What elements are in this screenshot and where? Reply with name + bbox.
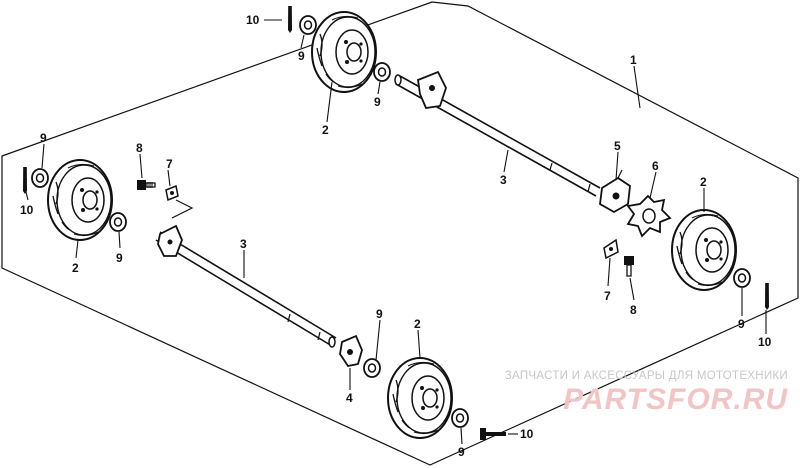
washer-top-b (373, 62, 391, 82)
callout-2-top: 2 (322, 123, 329, 137)
callout-10-bottom: 10 (520, 427, 534, 441)
washer-right (733, 268, 751, 288)
pin-right (765, 283, 769, 310)
wheel-bottom (387, 357, 453, 439)
callout-2-right: 2 (700, 175, 707, 189)
callout-9-left: 9 (40, 131, 47, 145)
plate-right (603, 238, 619, 260)
callout-7-right: 7 (604, 289, 611, 303)
callout-9-right: 9 (738, 317, 745, 331)
callout-5: 5 (614, 139, 621, 153)
washer-top-a (299, 15, 317, 35)
upper-axle (394, 70, 601, 197)
callout-2-bottom: 2 (414, 317, 421, 331)
callout-4: 4 (346, 391, 353, 405)
callout-2-left: 2 (72, 261, 79, 275)
bolt-left (136, 179, 156, 191)
callout-9-bottom-b: 9 (458, 445, 465, 459)
wheel-top (311, 11, 377, 93)
callout-7-left: 7 (166, 157, 173, 171)
ratchet-wheel (626, 194, 672, 238)
callout-9-top-a: 9 (298, 49, 305, 63)
callout-9-left-b: 9 (116, 251, 123, 265)
callout-10-right: 10 (758, 335, 772, 349)
callout-9-top-b: 9 (374, 95, 381, 109)
collar (599, 169, 631, 214)
callout-8-left: 8 (136, 141, 143, 155)
callout-6: 6 (652, 159, 659, 173)
bolt-right (624, 256, 634, 277)
callout-10-top: 10 (246, 13, 260, 27)
callout-10-left: 10 (20, 203, 34, 217)
callout-8-right: 8 (630, 303, 637, 317)
lower-axle (155, 199, 337, 348)
callout-1: 1 (630, 53, 637, 67)
watermark-logo: PARTSFOR.RU (563, 383, 788, 416)
bracket (339, 334, 363, 368)
washer-bottom-a (363, 358, 381, 378)
washer-left-b (109, 212, 127, 232)
pin-left (23, 167, 27, 194)
pin-top (288, 6, 292, 33)
watermark-caption: ЗАПЧАСТИ И АКСЕССУАРЫ ДЛЯ МОТОТЕХНИКИ (504, 370, 788, 382)
callout-3-upper: 3 (500, 173, 507, 187)
wheel-left (47, 159, 113, 241)
pin-bottom (480, 428, 506, 440)
washer-left-a (31, 168, 49, 188)
callout-3-lower: 3 (240, 237, 247, 251)
callout-9-bottom-a: 9 (376, 307, 383, 321)
leader-lines (25, 19, 767, 445)
wheel-right (671, 209, 737, 291)
washer-bottom-b (451, 408, 469, 428)
plate-left (165, 184, 179, 202)
